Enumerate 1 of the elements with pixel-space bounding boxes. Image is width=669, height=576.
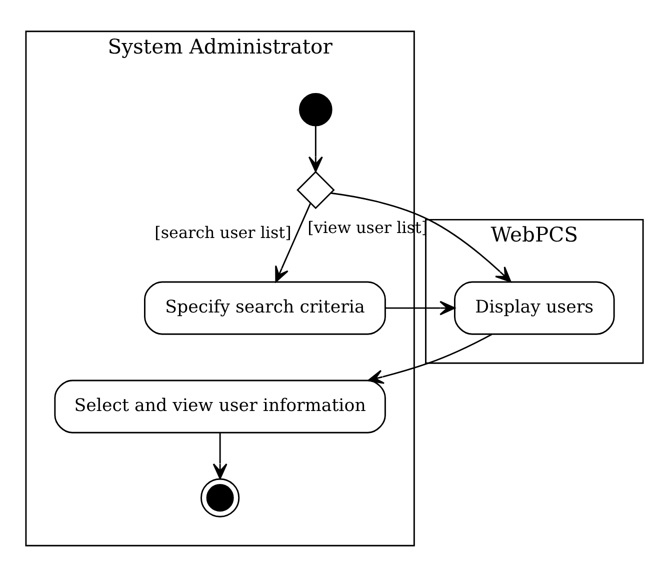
edge-label: [search user list]	[154, 222, 292, 242]
